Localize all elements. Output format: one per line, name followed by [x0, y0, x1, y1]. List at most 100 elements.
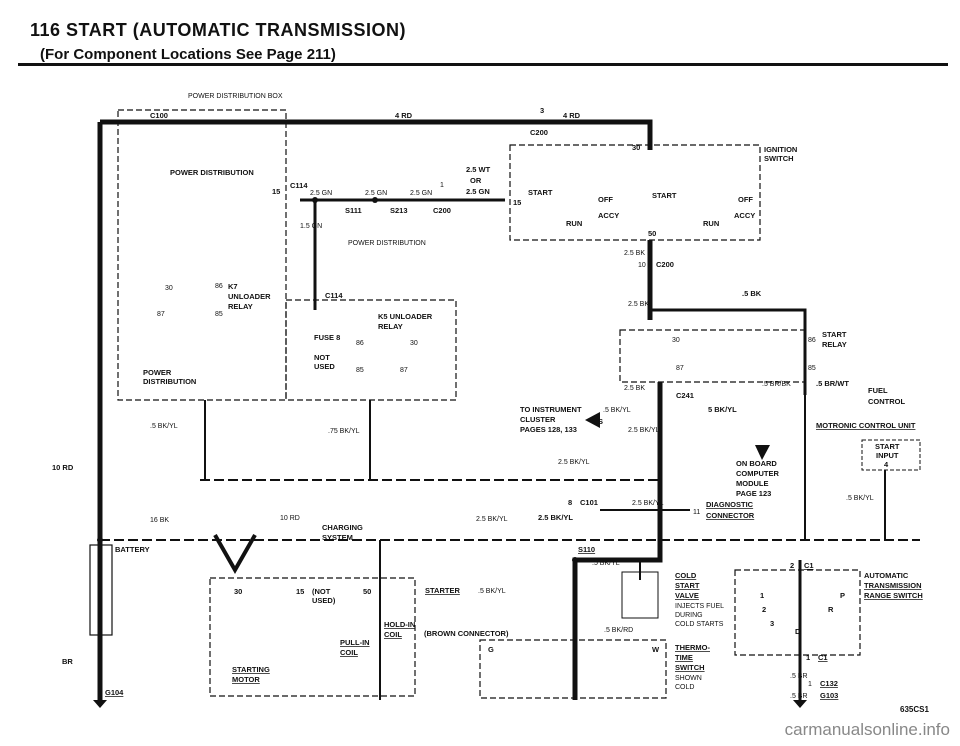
- accy-right-label: ACCY: [734, 211, 755, 220]
- header-rule: [18, 63, 948, 66]
- range-switch-box: [734, 569, 861, 656]
- start-relay-label-2: RELAY: [822, 340, 847, 349]
- wire-5bkyl-label-c: 5 BK/YL: [708, 405, 737, 414]
- wire-5bkyl-label-b: .5 BK/YL: [603, 407, 631, 414]
- range-switch-label-1: AUTOMATIC: [864, 571, 909, 580]
- charging-label-2: SYSTEM: [322, 533, 353, 542]
- off-right-label: OFF: [738, 195, 753, 204]
- k7-label: K7: [228, 282, 238, 291]
- sr-pin-85: 85: [808, 365, 816, 372]
- k5-label-1: K5 UNLOADER: [378, 312, 433, 321]
- s111-label: S111: [345, 206, 362, 215]
- k7-desc-label-2: RELAY: [228, 302, 253, 311]
- wire-25gn-label-4: 2.5 GN: [466, 187, 490, 196]
- s213-splice: [372, 197, 378, 203]
- c200-label-c: C200: [656, 260, 674, 269]
- to-instrument-label-2: CLUSTER: [520, 415, 556, 424]
- wire-5bk-label: .5 BK: [742, 289, 762, 298]
- fuse8-label: FUSE 8: [314, 333, 340, 342]
- wire-16bk-label: 16 BK: [150, 517, 169, 524]
- sr-pin-86: 86: [808, 337, 816, 344]
- range-switch-label-2: TRANSMISSION: [864, 581, 922, 590]
- power-distribution-box: [117, 109, 287, 401]
- starter-pin-50: 50: [363, 587, 371, 596]
- wire-5bk: [650, 308, 807, 395]
- thermo-pin-w: W: [652, 645, 660, 654]
- wire-5brbk-label: .5 BR/BK: [762, 381, 791, 388]
- c200-label-a: C200: [433, 206, 451, 215]
- pin-11-label: 11: [693, 509, 700, 516]
- start-left-label: START: [528, 188, 553, 197]
- g103-label: G103: [820, 691, 838, 700]
- wire-25bkyl-label-b: 2.5 BK/YL: [558, 459, 590, 466]
- cold-start-label-4: INJECTS FUEL: [675, 603, 724, 610]
- charging-label-1: CHARGING: [322, 523, 363, 532]
- g104-label: G104: [105, 688, 124, 697]
- pin-3-label: 3: [540, 106, 544, 115]
- or-label: OR: [470, 176, 482, 185]
- s213-label: S213: [390, 206, 408, 215]
- wire-25bkyl-label-c: 2.5 BK/YL: [632, 500, 664, 507]
- starting-motor-label-1: STARTING: [232, 665, 270, 674]
- wire-4rd-label-1: 4 RD: [395, 111, 413, 120]
- pin-8-label: 8: [568, 498, 572, 507]
- ign-pin-15-label: 15: [513, 198, 521, 207]
- battery-label: BATTERY: [115, 545, 150, 554]
- not-used-label-2: USED: [314, 362, 335, 371]
- thermo-pin-g: G: [488, 645, 494, 654]
- not-used-st-label-2: USED): [312, 596, 336, 605]
- sr-pin-87: 87: [676, 365, 684, 372]
- rs-1: 1: [760, 591, 764, 600]
- wire-15gn-label: 1.5 GN: [300, 223, 322, 230]
- wire-25bkyl-label-e: 2.5 BK/YL: [538, 513, 573, 522]
- starter-pin-30: 30: [234, 587, 242, 596]
- s111-splice: [312, 197, 318, 203]
- obd-label-4: PAGE 123: [736, 489, 771, 498]
- to-instrument-label-3: PAGES 128, 133: [520, 425, 577, 434]
- wire-5bkyl-label-e: .5 BK/YL: [592, 560, 620, 567]
- page-subtitle: (For Component Locations See Page 211): [40, 46, 336, 63]
- cold-start-label-1: COLD: [675, 571, 697, 580]
- k5-pin-87: 87: [400, 367, 408, 374]
- c200-label-b: C200: [530, 128, 548, 137]
- c114-mid-label: C114: [325, 291, 343, 300]
- ignition-switch-box: [509, 144, 761, 241]
- c114-top-label: C114: [290, 181, 308, 190]
- k5-pin-85: 85: [356, 367, 364, 374]
- c101-label: C101: [580, 498, 598, 507]
- fuel-control-label-2: CONTROL: [868, 397, 905, 406]
- s110-splice: [572, 557, 578, 563]
- wire-25gn-label-3: 2.5 GN: [410, 190, 432, 197]
- obd-arrow: [755, 445, 770, 460]
- k7-desc-label-1: UNLOADER: [228, 292, 271, 301]
- pull-in-label-1: PULL-IN: [340, 638, 370, 647]
- thermo-label-1: THERMO-: [675, 643, 710, 652]
- rs-3: 3: [770, 619, 774, 628]
- rs-d: D: [795, 627, 801, 636]
- wire-25bk-label-2: 2.5 BK: [628, 301, 649, 308]
- to-instrument-label-1: TO INSTRUMENT: [520, 405, 582, 414]
- run-right-label: RUN: [703, 219, 719, 228]
- wire-5br-label-2: .5 BR: [790, 693, 808, 700]
- c1-label-a: C1: [804, 561, 814, 570]
- g104-ground: [93, 700, 107, 708]
- ign-pin-50-label: 50: [648, 229, 656, 238]
- starter-box: [209, 577, 416, 697]
- wire-5brwt-label: .5 BR/WT: [816, 379, 849, 388]
- cold-start-label-6: COLD STARTS: [675, 621, 724, 628]
- wire-5bkyl-label-a: .5 BK/YL: [150, 423, 178, 430]
- wire-5bkrd-label: .5 BK/RD: [604, 627, 633, 634]
- rs-pin-2: 2: [790, 561, 794, 570]
- pull-in-label-2: COIL: [340, 648, 358, 657]
- c132-label: C132: [820, 679, 838, 688]
- p-marker: P: [759, 445, 764, 454]
- k7-pin-85: 85: [215, 311, 223, 318]
- obd-label-3: MODULE: [736, 479, 769, 488]
- sr-pin-30: 30: [672, 337, 680, 344]
- thermo-label-5: COLD: [675, 684, 694, 691]
- start-input-label-1: START: [875, 442, 900, 451]
- page-header: 116 START (AUTOMATIC TRANSMISSION) (For …: [18, 18, 948, 66]
- wire-5bkyl-label-d: .5 BK/YL: [846, 495, 874, 502]
- thermo-label-4: SHOWN: [675, 675, 702, 682]
